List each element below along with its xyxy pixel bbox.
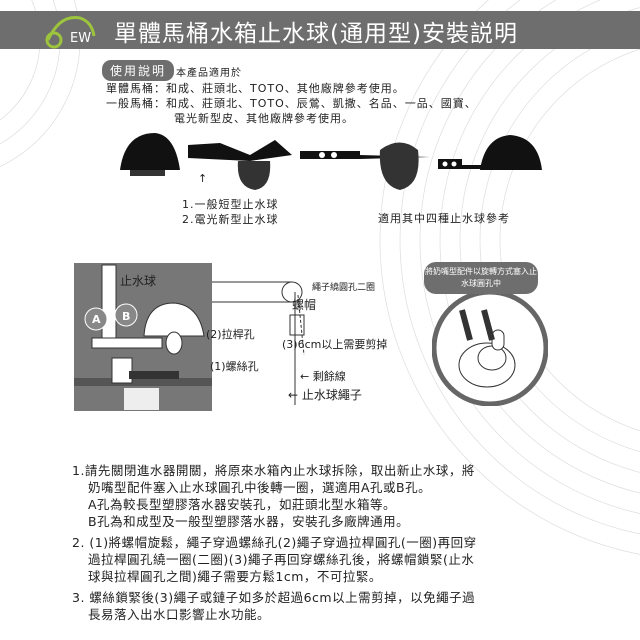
step-1-line: B孔為和成型及一般型塑膠落水器，安裝孔多廠牌通用。	[88, 514, 410, 529]
screw-hole-label: (1)螺絲孔	[210, 360, 259, 373]
hole-b-label: B	[122, 310, 131, 323]
type-label-1: 1.一般短型止水球	[182, 198, 279, 211]
hole-a-label: A	[92, 313, 101, 326]
usage-badge: 使用說明	[102, 60, 175, 81]
ball-label: 止水球	[120, 274, 157, 288]
usage-line: 單體馬桶：和成、莊頭北、TOTO、其他廠牌參考使用。	[106, 82, 405, 95]
step-2-line: 過拉桿圓孔繞一圈(二圈)(3)繩子再回穿螺絲孔後，將螺帽鎖緊(止水	[88, 552, 475, 567]
step-1-line: A孔為較長型塑膠落水器安裝孔，如莊頭北型水箱等。	[88, 497, 397, 512]
header-bar	[0, 11, 640, 49]
step-1-line: 1.請先關閉進水器開關，將原來水箱內止水球拆除，取出新止水球，將	[72, 463, 475, 478]
nut-label: 螺帽	[292, 298, 317, 312]
nipple-fitting-illustration	[432, 290, 548, 406]
brand-logo: EW	[45, 15, 96, 49]
usage-intro: 本產品適用於	[176, 68, 242, 79]
step-2-line: 2. (1)將螺帽旋鬆，繩子穿過螺絲孔(2)繩子穿過拉桿圓孔(一圈)再回穿	[72, 535, 477, 550]
tank-diagram	[74, 263, 212, 411]
page-title: 單體馬桶水箱止水球(通用型)安裝説明	[114, 21, 518, 47]
type-label-2: 2.電光新型止水球	[182, 213, 279, 226]
rope-loop-label: 繩子繞圓孔二圈	[312, 283, 376, 293]
fitting-tooltip: 將奶嘴型配件以旋轉方式塞入止水球圓孔中	[424, 262, 538, 294]
step-3-line: 3. 螺絲鎖緊後(3)繩子或鏈子如多於超過6cm以上需剪掉，以免繩子過	[72, 590, 476, 605]
types-reference: 適用其中四種止水球參考	[378, 212, 510, 225]
usage-line: 一般馬桶：和成、莊頭北、TOTO、辰鶯、凱撒、名品、一品、國寶、	[106, 97, 477, 110]
step-1-line: 奶嘴型配件塞入止水球圓孔中後轉一圈，選適用A孔或B孔。	[88, 480, 432, 495]
rope-diagram	[212, 281, 305, 405]
rope-label: ← 止水球繩子	[288, 388, 362, 402]
step-2-line: 球與拉桿圓孔之間)繩子需要方鬆1cm，不可拉緊。	[88, 569, 382, 584]
usage-line: 電光新型皮、其他廠牌參考使用。	[174, 112, 354, 125]
instruction-steps: 1.請先關閉進水器開關，將原來水箱內止水球拆除，取出新止水球，將 奶嘴型配件塞入…	[72, 462, 477, 623]
step-3-line: 長易落入出水口影響止水功能。	[88, 607, 271, 622]
remain-label: ← 剩餘線	[300, 370, 346, 383]
lever-hole-label: (2)拉桿孔	[206, 328, 255, 341]
ball-types-illustration	[100, 133, 542, 190]
svg-text:EW: EW	[70, 31, 91, 46]
cut-label: (3)6cm以上需要剪掉	[282, 338, 388, 351]
